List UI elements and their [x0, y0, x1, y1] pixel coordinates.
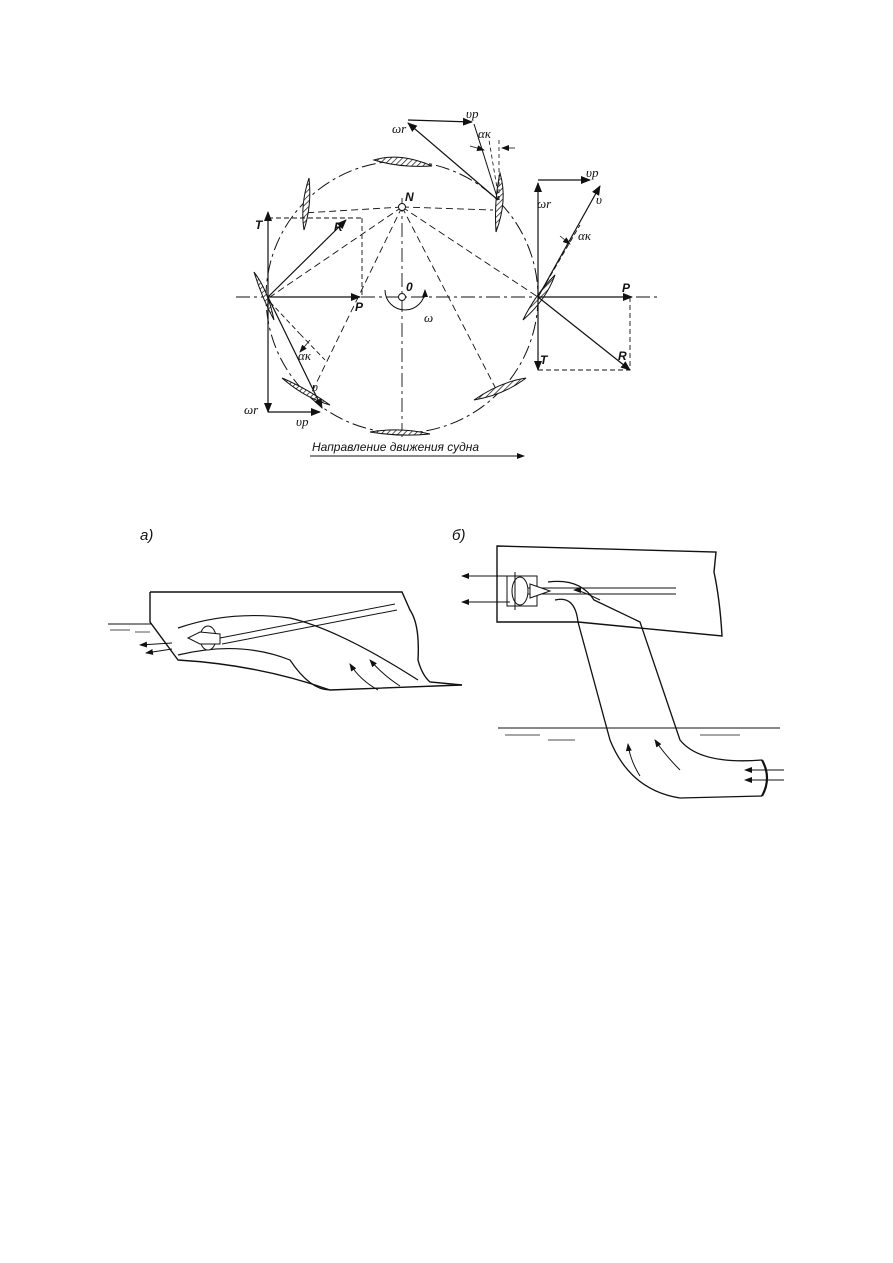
point-o-marker — [398, 293, 406, 301]
label-n: N — [405, 190, 414, 204]
blade-bottom — [369, 429, 431, 436]
top-diagram-labels: ωr υp αк N 0 ω T R P αк υ ωr υp υp ωr υ … — [244, 106, 631, 454]
hull-a — [150, 591, 463, 686]
blade-bottom-right — [473, 377, 527, 401]
waterjet-diagram-b: б) — [452, 527, 784, 799]
label-v-left: υ — [312, 379, 318, 394]
label-t-right: T — [540, 353, 549, 367]
label-omega-r-left: ωr — [244, 402, 259, 417]
rotation-arrow — [384, 289, 428, 311]
label-p-right: P — [622, 281, 631, 295]
label-v-right: υ — [596, 192, 602, 207]
label-r-right: R — [618, 349, 627, 363]
point-n-marker — [398, 203, 406, 211]
hull-a-bottom — [149, 592, 463, 691]
label-v-p-right: υp — [586, 165, 599, 180]
label-v-p-left: υp — [296, 414, 309, 429]
caption-ship-direction: Направление движения судна — [312, 440, 479, 454]
label-t-left: T — [255, 218, 264, 232]
waterjet-diagram-a: а) — [108, 527, 463, 691]
label-p-left: P — [355, 300, 364, 314]
radial-lines-from-n — [269, 206, 539, 393]
blades — [253, 156, 556, 436]
blade-bottom-left — [281, 377, 331, 406]
label-r-left: R — [334, 220, 343, 234]
label-omega-r-top: ωr — [392, 121, 407, 136]
label-alpha-top: αк — [478, 126, 492, 141]
blade-top-left — [302, 177, 311, 231]
impeller-b — [511, 576, 529, 606]
label-v-p-top: υp — [466, 106, 479, 121]
top-velocity-triangle — [407, 117, 515, 201]
right-force-vectors — [534, 176, 633, 371]
hull-b — [496, 545, 723, 637]
blade-top-right — [495, 171, 504, 233]
cycloidal-propeller-diagram: ωr υp αк N 0 ω T R P αк υ ωr υp υp ωr υ … — [236, 106, 660, 459]
blade-top — [372, 156, 433, 167]
label-alpha-right: αк — [578, 228, 592, 243]
duct-a — [177, 614, 419, 681]
label-omega: ω — [424, 310, 433, 325]
label-o: 0 — [406, 280, 413, 294]
left-force-vectors — [264, 211, 363, 416]
blade-left — [253, 271, 275, 321]
shaft-a — [219, 603, 396, 639]
label-alpha-left: αк — [298, 348, 312, 363]
label-a: а) — [140, 527, 153, 544]
intake-pipe-b — [547, 580, 763, 762]
label-b: б) — [452, 527, 465, 544]
label-omega-r-right: ωr — [537, 196, 552, 211]
